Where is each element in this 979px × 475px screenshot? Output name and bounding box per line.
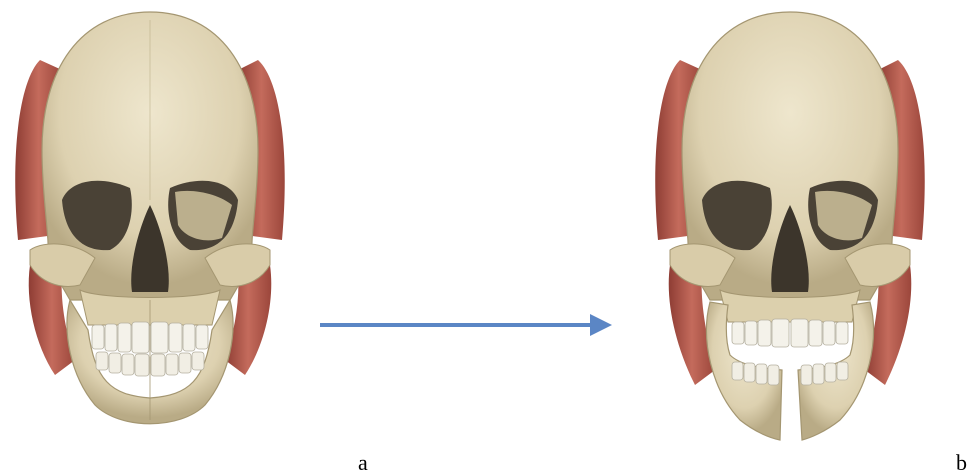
skull-illustration-a bbox=[0, 0, 300, 450]
panel-label-a: a bbox=[358, 452, 368, 474]
transition-arrow bbox=[318, 308, 614, 342]
panel-label-b: b bbox=[956, 452, 967, 474]
skull-illustration-b bbox=[640, 0, 940, 450]
